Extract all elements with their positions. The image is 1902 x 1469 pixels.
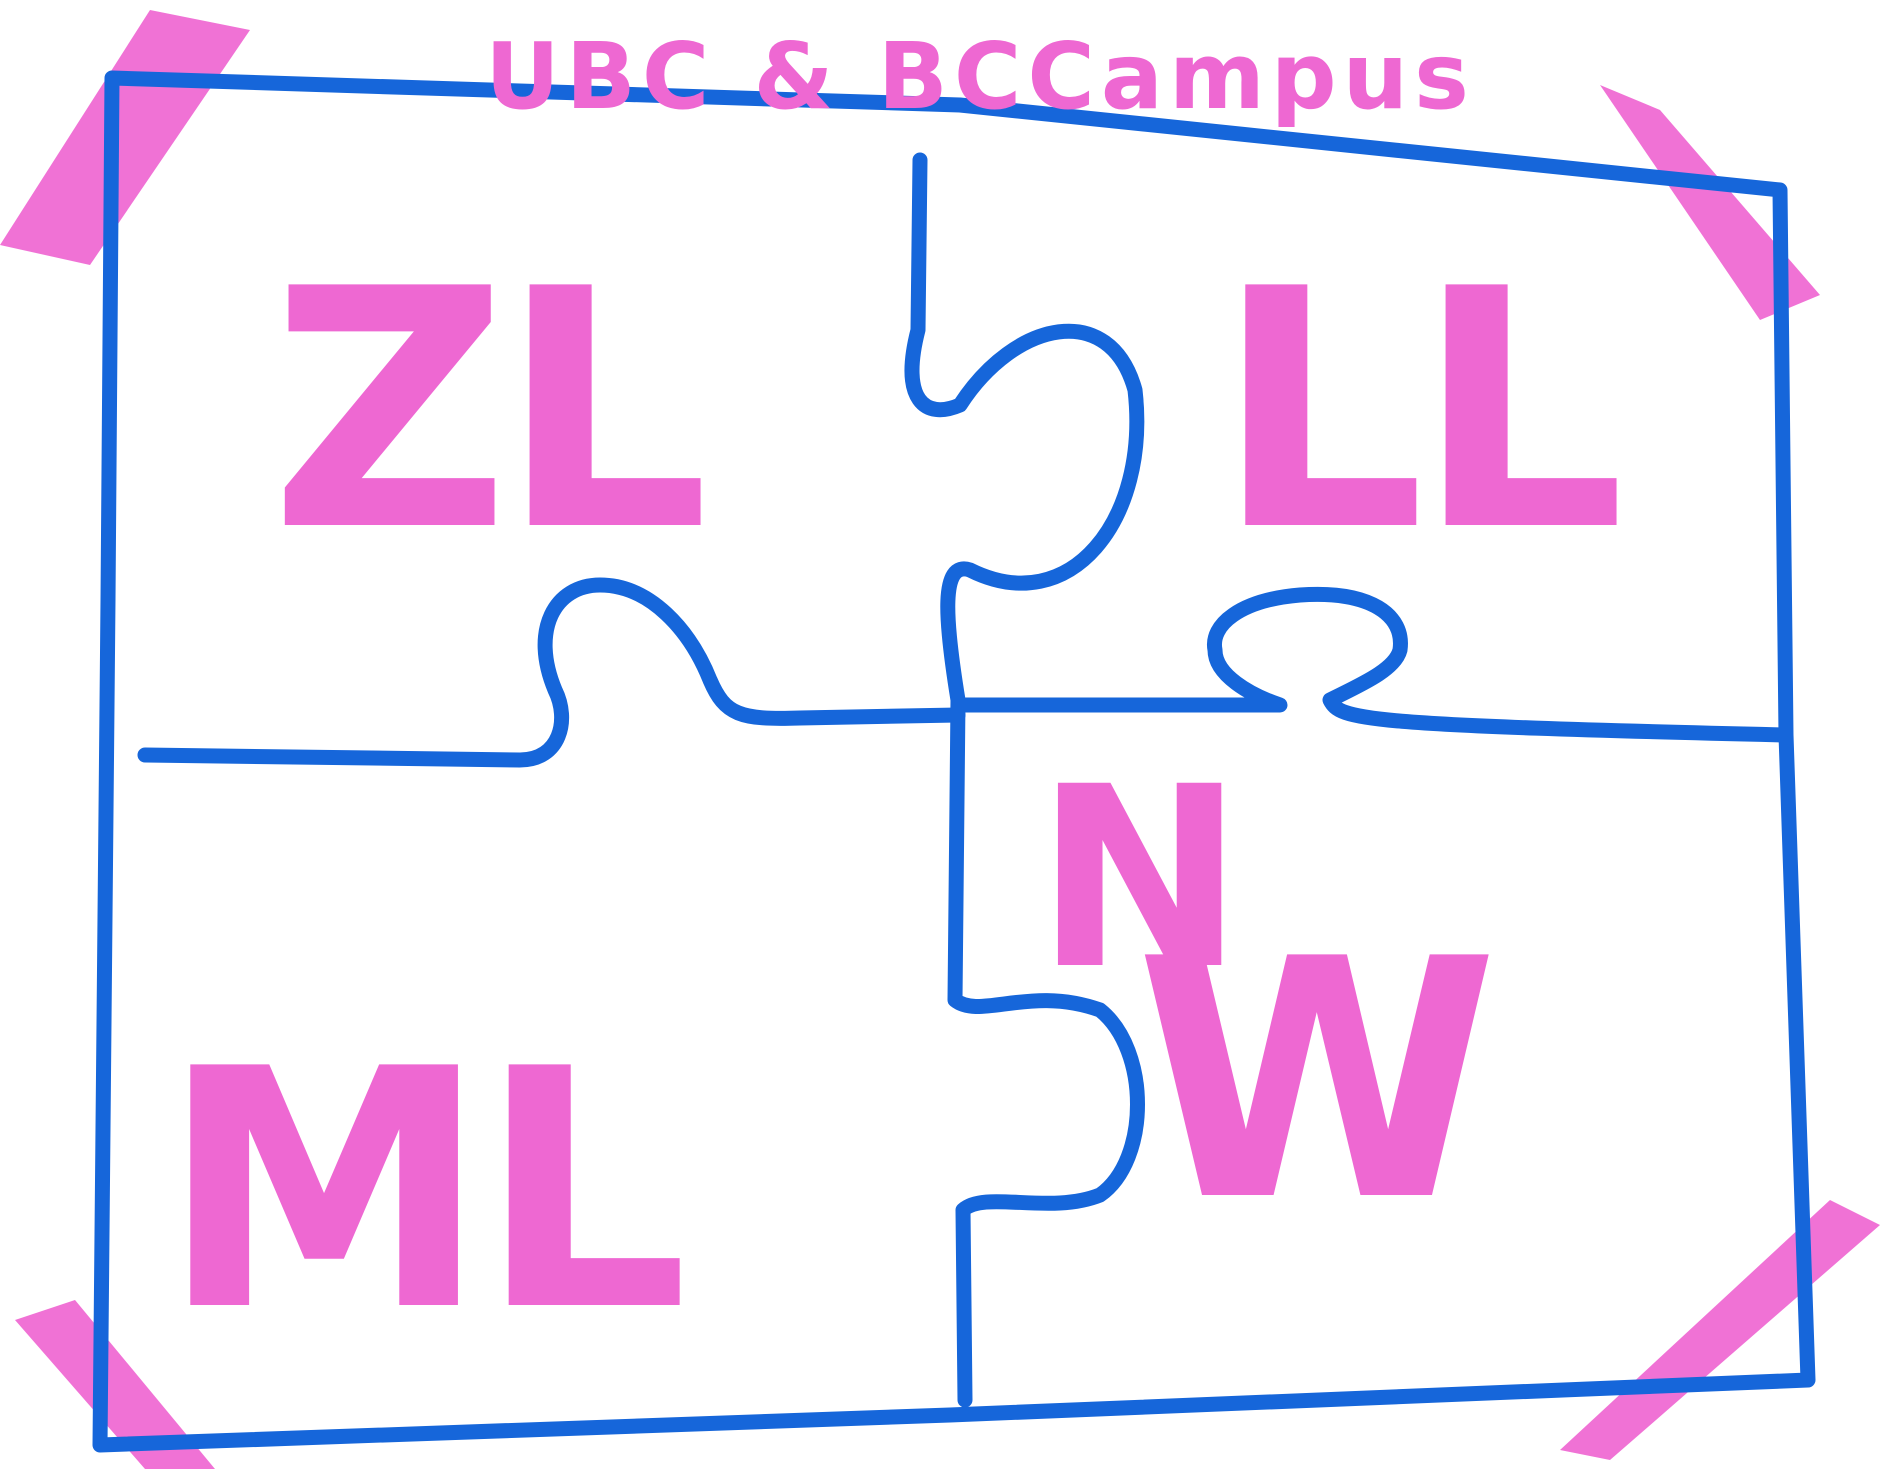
tape-top-left <box>0 10 250 265</box>
piece-label-bottom-left: ML <box>160 999 685 1383</box>
tape-bottom-right <box>1560 1200 1880 1460</box>
piece-label-bottom-right-w: W <box>1135 889 1491 1273</box>
horizontal-cut-left <box>145 585 958 760</box>
piece-label-top-right: LL <box>1215 219 1622 603</box>
horizontal-cut-right <box>958 594 1785 735</box>
title-text: UBC & BCCampus <box>485 23 1475 130</box>
piece-label-top-left: ZL <box>270 219 706 603</box>
vertical-cut-top <box>912 160 1137 700</box>
